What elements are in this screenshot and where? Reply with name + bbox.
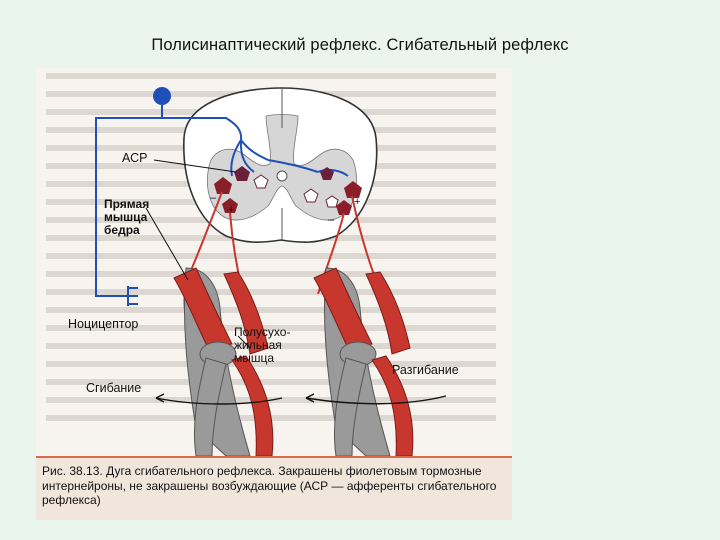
motor-neuron-left-extensor: [222, 198, 238, 213]
semitendinosus-label-line3: мышца: [234, 351, 275, 365]
slide-title: Полисинаптический рефлекс. Сгибательный …: [151, 36, 569, 54]
right-rectus-femoris: [313, 267, 373, 349]
right-semitendinosus: [365, 271, 411, 355]
motor-neuron-right-extensor: [344, 181, 362, 198]
rectus-femoris-label-line3: бедра: [104, 223, 140, 237]
left-tibia: [194, 357, 227, 456]
plus-sign-left: +: [228, 204, 235, 216]
inhibitory-interneuron-right: [320, 167, 334, 180]
rectus-femoris-label-line1: Прямая: [104, 197, 150, 211]
nociceptor-ending: [127, 286, 138, 306]
figure-caption-box: Рис. 38.13. Дуга сгибательного рефлекса.…: [36, 456, 512, 520]
motor-neuron-left-flexor: [214, 177, 232, 194]
left-leg: [173, 267, 274, 456]
nociceptor-label: Ноцицептор: [68, 317, 139, 331]
reflex-diagram: [46, 73, 496, 456]
semitendinosus-label-line1: Полусухо-: [234, 325, 291, 339]
dorsal-root-ganglion: [153, 87, 171, 105]
motor-neuron-right-flexor: [336, 200, 352, 215]
minus-sign-right: –: [328, 214, 335, 226]
plus-sign-right: +: [354, 196, 361, 208]
figure-caption: Рис. 38.13. Дуга сгибательного рефлекса.…: [42, 464, 497, 507]
label-pointers: [145, 159, 251, 349]
inhibitory-interneuron-left: [234, 166, 250, 181]
reflex-figure: АСР Прямая мышца бедра Ноцицептор Полусу…: [36, 68, 512, 520]
right-tibia: [334, 357, 367, 456]
extension-arrow: [305, 395, 447, 405]
minus-sign-left: –: [210, 192, 217, 204]
excitatory-interneuron-left: [253, 174, 269, 189]
semitendinosus-label-line2: жильная: [234, 338, 282, 352]
spinal-cord: [183, 87, 378, 243]
right-leg: [313, 267, 414, 456]
excitatory-interneuron-cross: [303, 188, 319, 203]
left-calf: [231, 355, 274, 456]
left-semitendinosus: [223, 271, 269, 355]
left-rectus-femoris: [173, 267, 233, 349]
right-calf: [371, 355, 414, 456]
afferent-fiber: [95, 87, 349, 297]
background-text-lines: [46, 73, 496, 421]
rectus-femoris-label-line2: мышца: [104, 210, 148, 224]
movement-arrows: [155, 393, 447, 405]
flexion-label: Сгибание: [86, 381, 142, 395]
interneurons: [234, 166, 339, 208]
asr-label: АСР: [122, 151, 148, 165]
extension-label: Разгибание: [392, 363, 459, 377]
flexion-arrow: [155, 397, 283, 405]
excitatory-interneuron-right: [325, 195, 339, 208]
motor-neurons: [214, 177, 362, 215]
